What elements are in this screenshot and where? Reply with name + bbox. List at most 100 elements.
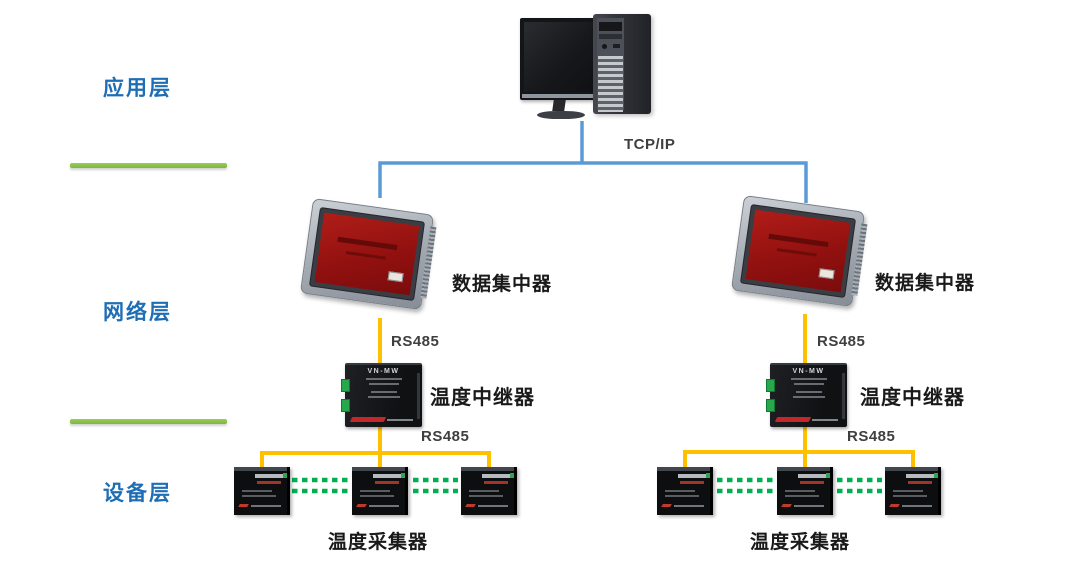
monitor-base <box>537 111 585 119</box>
temperature-collector <box>234 467 290 515</box>
monitor-stand <box>552 100 566 111</box>
collector-side-edge <box>710 467 713 515</box>
temperature-collector <box>352 467 408 515</box>
repeater-text-line <box>387 419 413 421</box>
tcpip-label: TCP/IP <box>624 136 676 153</box>
collector-side-edge <box>830 467 833 515</box>
layer-divider-1 <box>70 163 227 168</box>
collector-name-plate <box>255 474 283 478</box>
collector-top-edge <box>885 467 941 471</box>
collector-indicator <box>510 473 514 478</box>
concentrator-label-right: 数据集中器 <box>875 273 976 294</box>
repeater-text-line <box>793 383 824 385</box>
hmi-screen-badge <box>818 268 836 280</box>
temperature-collector <box>657 467 713 515</box>
collector-model-line <box>908 481 932 484</box>
monitor-screen <box>524 22 594 92</box>
rs485-label-right-top: RS485 <box>817 333 866 350</box>
tower-optical-drive <box>599 22 622 31</box>
hmi-screen-text-line <box>345 251 387 260</box>
pc-tower <box>593 14 651 114</box>
tower-slot <box>599 34 622 39</box>
collector-indicator <box>826 473 830 478</box>
repeater-side-edge <box>417 373 420 419</box>
tcpip-bus-wire <box>378 161 808 203</box>
collector-side-edge <box>405 467 408 515</box>
collector-text-line <box>242 495 276 497</box>
collector-text-line <box>478 505 508 507</box>
temperature-collector <box>777 467 833 515</box>
repeater-text-line <box>365 378 402 380</box>
collector-model-line <box>680 481 704 484</box>
temperature-repeater-left: VN-MW <box>341 363 422 427</box>
tower-grille <box>598 56 623 112</box>
data-concentrator-left <box>299 197 437 311</box>
collector-name-plate <box>678 474 706 478</box>
collector-top-edge <box>461 467 517 471</box>
collector-label-right: 温度采集器 <box>750 532 851 553</box>
hmi-screen-badge <box>387 271 405 283</box>
collector-text-line <box>251 505 281 507</box>
collector-text-line <box>794 505 824 507</box>
collector-logo <box>238 504 249 507</box>
collector-logo <box>889 504 900 507</box>
repeater-model-text: VN-MW <box>792 368 825 375</box>
hmi-screen <box>745 209 851 293</box>
collector-indicator <box>283 473 287 478</box>
repeater-text-line <box>368 383 399 385</box>
repeater-terminal <box>766 379 775 392</box>
repeater-model-text: VN-MW <box>367 368 400 375</box>
temperature-collector <box>885 467 941 515</box>
collector-text-line <box>674 505 704 507</box>
collector-name-plate <box>798 474 826 478</box>
collector-name-plate <box>906 474 934 478</box>
hmi-screen-text-line <box>768 234 829 248</box>
collector-text-line <box>360 495 394 497</box>
collector-indicator <box>401 473 405 478</box>
collector-text-line <box>893 495 927 497</box>
collector-top-edge <box>234 467 290 471</box>
collector-side-edge <box>514 467 517 515</box>
collector-text-line <box>360 490 390 492</box>
layer-divider-2 <box>70 419 227 424</box>
data-concentrator-right <box>730 194 868 308</box>
collector-text-line <box>242 490 272 492</box>
hmi-screen-text-line <box>776 248 818 257</box>
collector-top-edge <box>352 467 408 471</box>
repeater-text-line <box>795 391 822 393</box>
host-computer <box>515 10 660 122</box>
temperature-repeater-right: VN-MW <box>766 363 847 427</box>
collector-text-line <box>369 505 399 507</box>
monitor <box>520 18 598 100</box>
collector-side-edge <box>287 467 290 515</box>
repeater-logo <box>349 417 387 422</box>
repeater-text-line <box>370 391 397 393</box>
hmi-screen <box>314 212 420 296</box>
layer-label-device: 设备层 <box>103 482 172 505</box>
collector-text-line <box>902 505 932 507</box>
collector-model-line <box>375 481 399 484</box>
repeater-label-right: 温度中继器 <box>860 387 965 409</box>
collector-model-line <box>484 481 508 484</box>
repeater-text-line <box>812 419 838 421</box>
rs485-label-left-top: RS485 <box>391 333 440 350</box>
collector-label-left: 温度采集器 <box>328 532 429 553</box>
repeater-terminal <box>766 399 775 412</box>
monitor-chin <box>522 94 596 98</box>
collector-text-line <box>469 495 503 497</box>
collector-text-line <box>785 490 815 492</box>
repeater-side-edge <box>842 373 845 419</box>
temperature-collector <box>461 467 517 515</box>
rs485-label-left-bottom: RS485 <box>421 428 470 445</box>
collector-text-line <box>893 490 923 492</box>
collector-model-line <box>800 481 824 484</box>
repeater-terminal <box>341 399 350 412</box>
rs485-label-right-bottom: RS485 <box>847 428 896 445</box>
repeater-text-line <box>367 396 400 398</box>
collector-logo <box>356 504 367 507</box>
collector-model-line <box>257 481 281 484</box>
collector-logo <box>781 504 792 507</box>
collector-side-edge <box>938 467 941 515</box>
repeater-text-line <box>790 378 827 380</box>
